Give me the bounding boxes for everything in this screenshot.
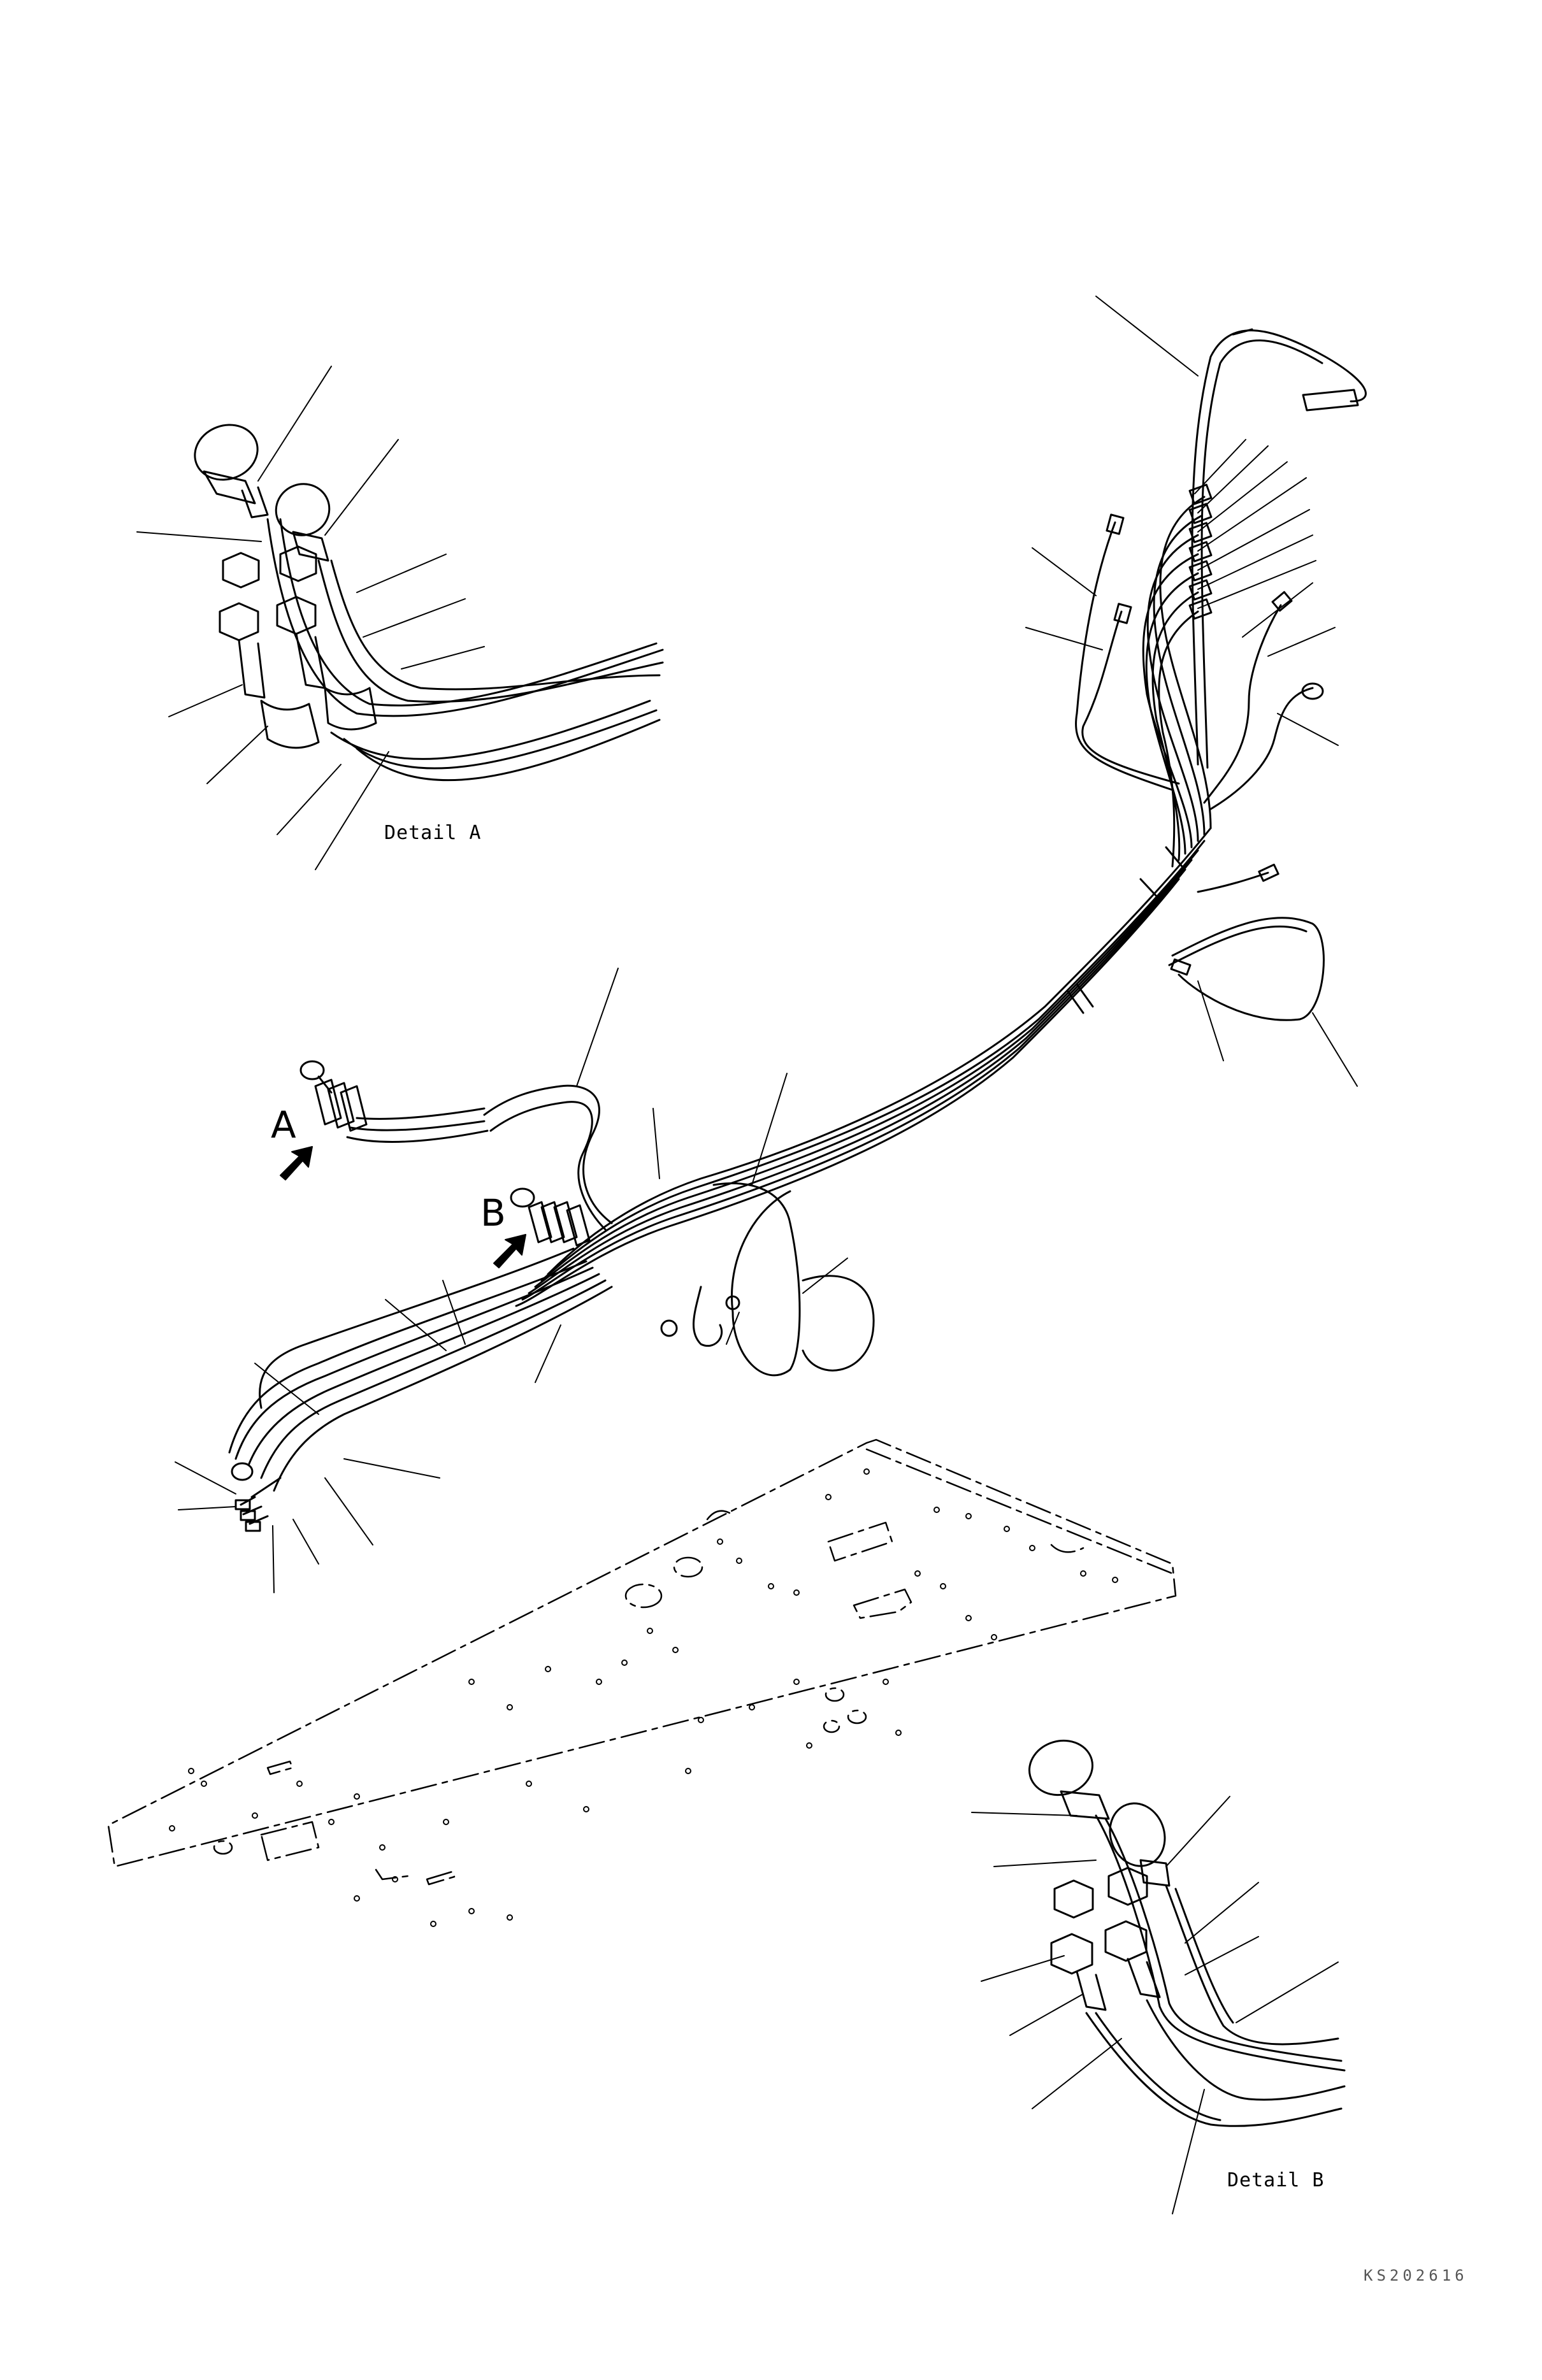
- upper-right-tubes: [1203, 591, 1324, 810]
- floor-plate-holes: [169, 1468, 1118, 1927]
- detail-a-label: Detail A: [384, 822, 482, 844]
- detail-b-label: Detail B: [1227, 2169, 1325, 2191]
- upper-right-hose-loop: [1191, 328, 1367, 769]
- detail-a-leaders: [136, 366, 485, 870]
- detail-a-view: [136, 366, 664, 870]
- view-callout-a: A: [271, 1103, 296, 1147]
- detail-a-cap-left: [194, 424, 269, 519]
- detail-b-view: [971, 1739, 1346, 2214]
- main-trunk: [515, 827, 1212, 1307]
- detail-a-hoses: [266, 518, 664, 782]
- mid-right-loop: [1168, 863, 1325, 1021]
- detail-a-hex-fittings: [219, 545, 377, 749]
- center-loop: [660, 1182, 875, 1377]
- lower-left-tubes: [228, 1247, 613, 1532]
- detail-b-hoses: [1085, 1814, 1346, 2127]
- view-arrow-a: [280, 1146, 313, 1180]
- detail-b-connectors: [510, 1187, 591, 1247]
- view-arrow-b: [493, 1234, 526, 1268]
- detail-b-cap-left: [1028, 1739, 1110, 1820]
- floor-plate: [107, 1438, 1177, 1886]
- main-harness: [175, 296, 1367, 1593]
- drawing-number: KS202616: [1364, 2267, 1468, 2284]
- upper-hose-bundle: [1142, 484, 1213, 868]
- view-callout-b: B: [480, 1191, 506, 1235]
- upper-left-tubes: [1075, 513, 1180, 791]
- detail-b-leaders: [971, 1796, 1339, 2214]
- hose-to-detail-a: [299, 1060, 613, 1231]
- harness-leaders: [175, 296, 1358, 1593]
